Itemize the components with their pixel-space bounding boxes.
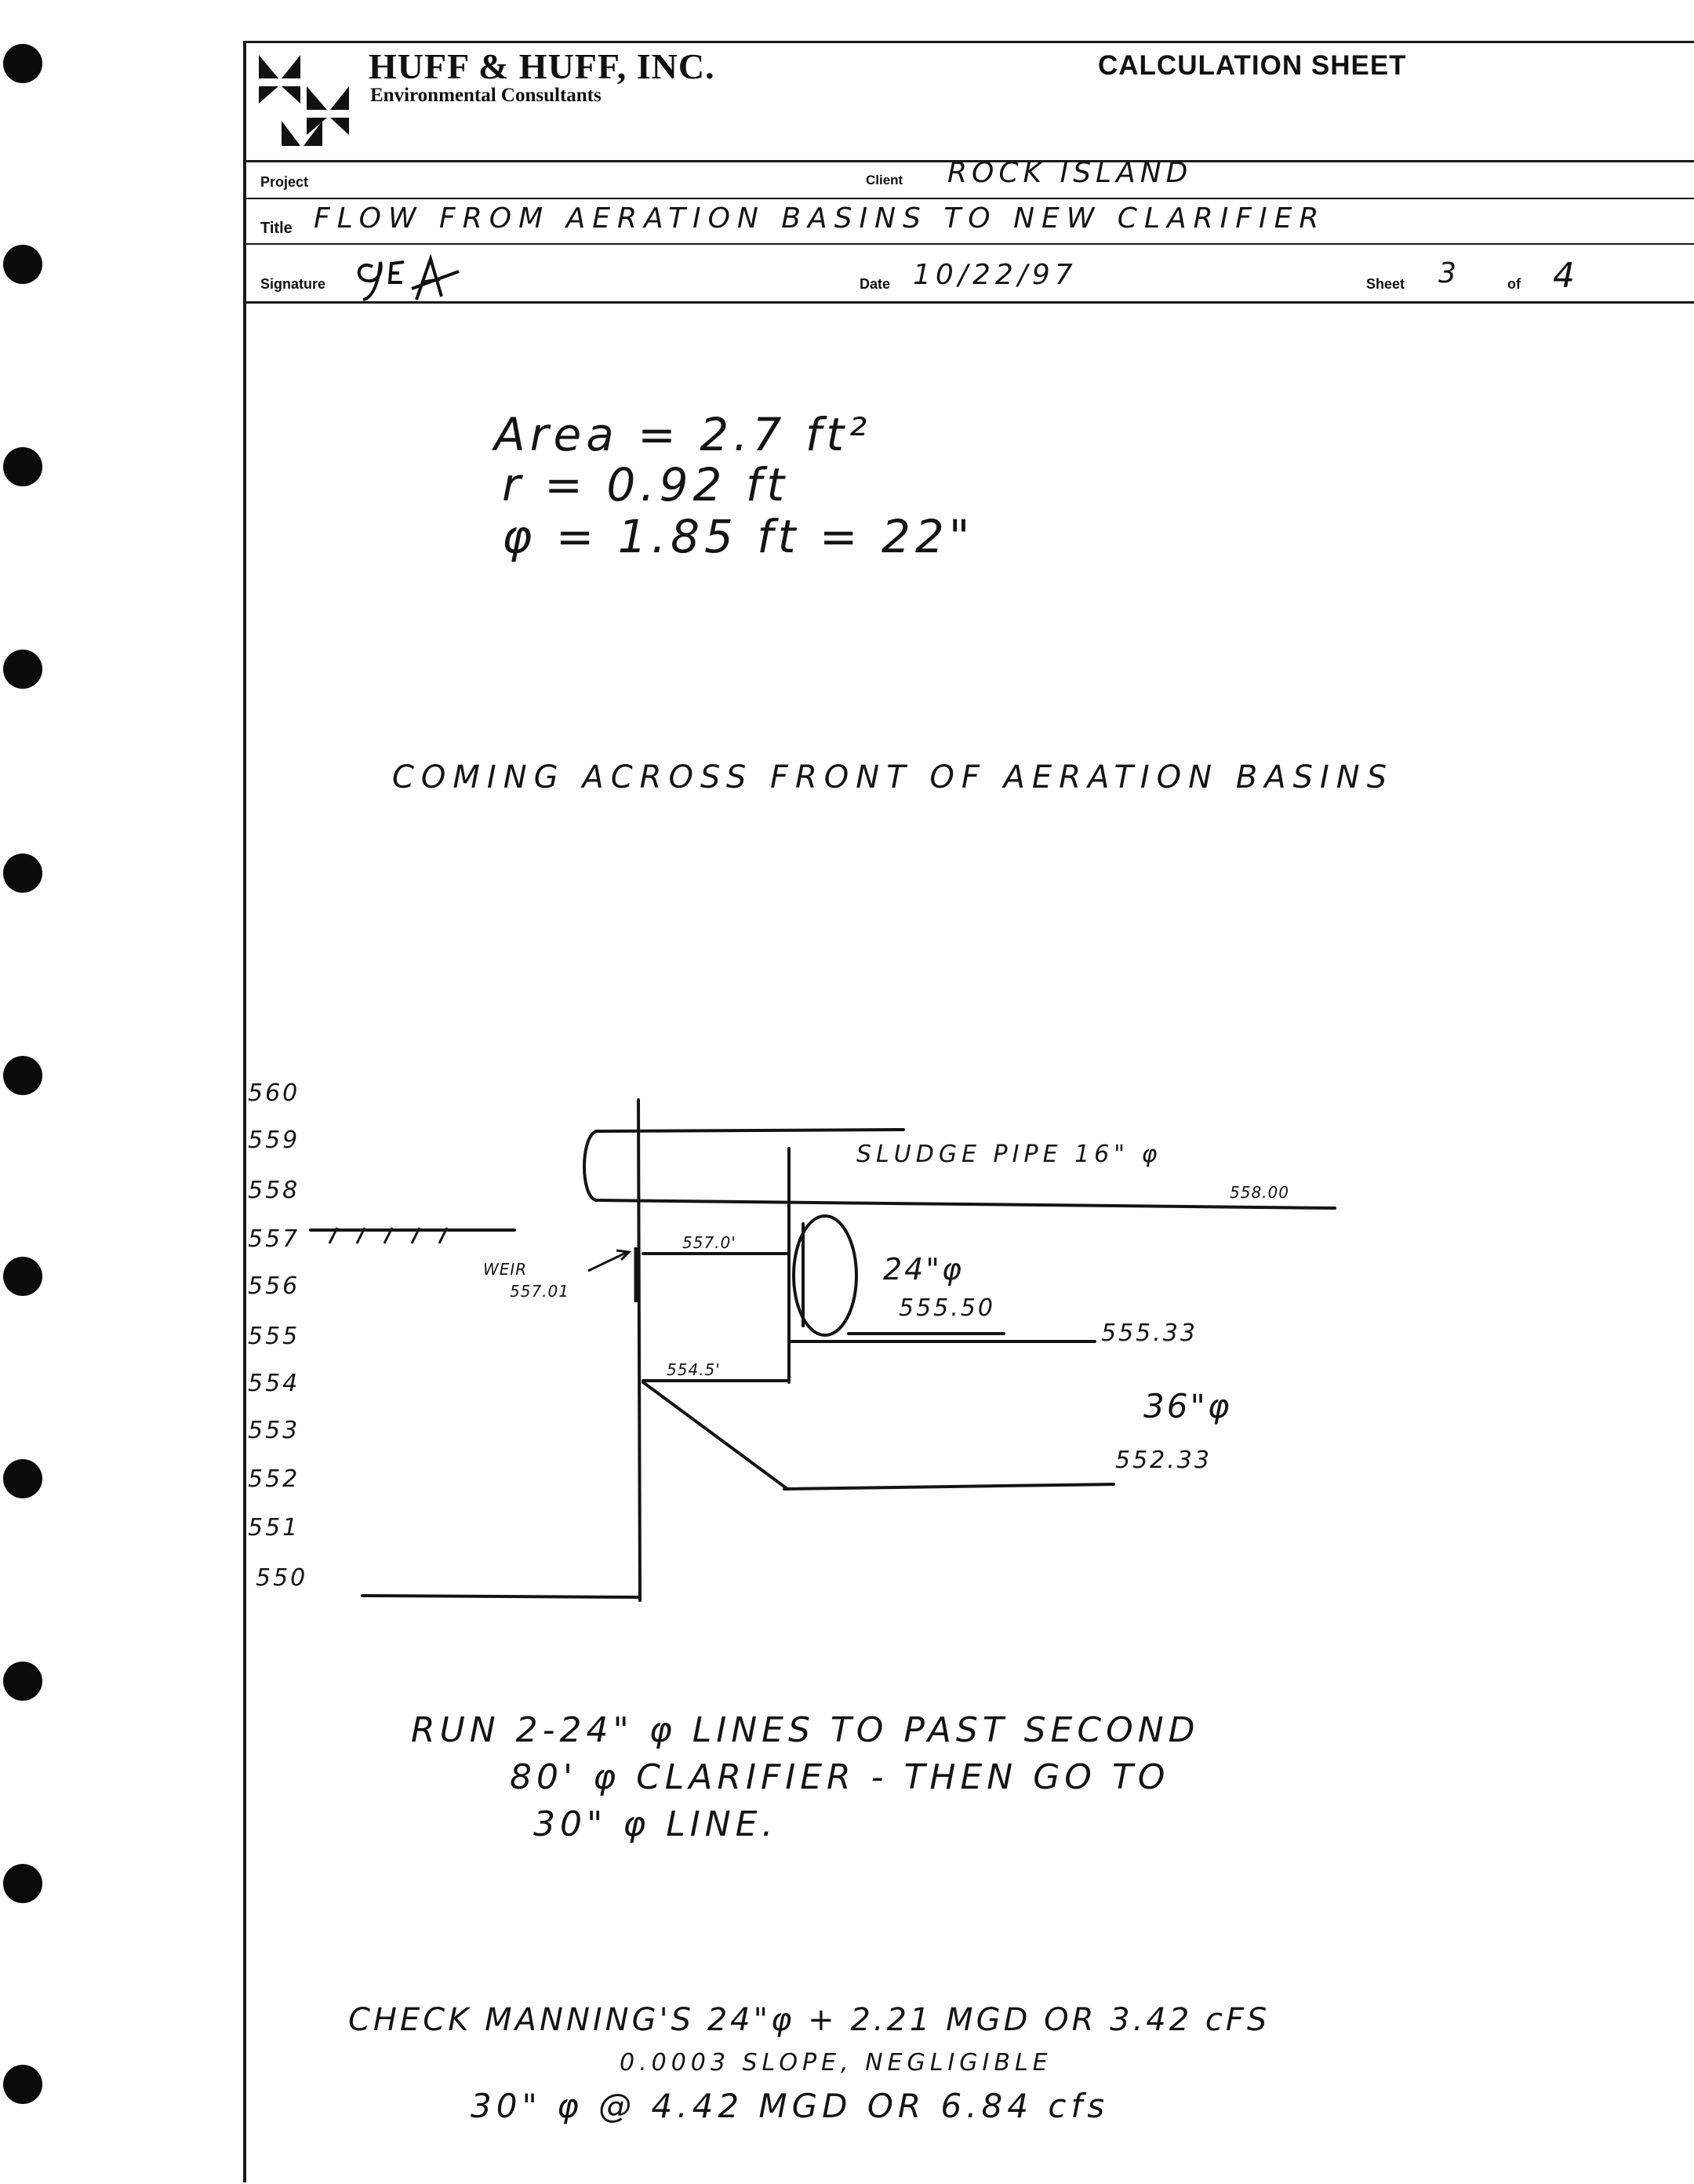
binder-hole: [3, 2065, 42, 2104]
row-divider: [243, 243, 1694, 245]
sludge-pipe-end: [583, 1130, 598, 1202]
pipe-36-label: 36"φ: [1143, 1387, 1232, 1425]
binder-hole: [3, 1056, 42, 1095]
sludge-pipe-bottom: [594, 1199, 1336, 1210]
sludge-pipe-top: [594, 1128, 905, 1133]
binder-hole: [3, 1459, 42, 1498]
title-label: Title: [260, 220, 293, 237]
pipe-24-label: 24"φ: [883, 1252, 964, 1287]
binder-hole: [3, 447, 42, 486]
project-label: Project: [260, 174, 309, 190]
calc-area: Area = 2.7 ft²: [494, 408, 872, 461]
elev-555-33-label: 555.33: [1101, 1320, 1198, 1347]
row-divider: [243, 198, 1694, 199]
pipe-24-circle: [792, 1214, 858, 1337]
client-value: ROCK ISLAND: [947, 157, 1193, 189]
pipe-24-elev-label: 555.50: [899, 1294, 995, 1322]
binder-hole: [3, 650, 42, 689]
sheet-number: 3: [1438, 257, 1461, 289]
section-heading: COMING ACROSS FRONT OF AERATION BASINS: [392, 759, 1394, 795]
run-note-line2: 80' φ CLARIFIER - THEN GO TO: [510, 1757, 1170, 1797]
client-label: Client: [866, 173, 903, 187]
elevation-label: 556: [248, 1272, 300, 1300]
binder-hole: [3, 245, 42, 284]
elevation-label: 555: [248, 1323, 300, 1350]
binder-hole: [3, 854, 42, 893]
elevation-label: 557: [248, 1225, 300, 1253]
elevation-label: 560: [248, 1079, 300, 1107]
calc-radius: r = 0.92 ft: [502, 458, 790, 511]
of-label: of: [1507, 276, 1521, 292]
weir-elev-label: 557.01: [510, 1282, 569, 1301]
title-value: FLOW FROM AERATION BASINS TO NEW CLARIFI…: [314, 202, 1326, 235]
binder-hole: [3, 44, 42, 83]
run-note-line3: 30" φ LINE.: [533, 1804, 778, 1844]
form-top-border: [243, 41, 1694, 43]
line-552-33: [783, 1483, 1115, 1491]
handwritten-signature: [357, 253, 460, 301]
elev-552-33-label: 552.33: [1115, 1447, 1212, 1474]
elevation-label: 554: [248, 1370, 300, 1397]
company-logo-icon: [259, 55, 349, 146]
bottom-line: [361, 1594, 642, 1599]
sludge-elev-label: 558.00: [1230, 1183, 1289, 1202]
top-elev-label: 557.0': [682, 1233, 736, 1252]
elevation-label: 553: [248, 1417, 300, 1444]
binder-hole: [3, 1864, 42, 1903]
company-name: HUFF & HUFF, INC.: [369, 46, 715, 86]
check-note-line2: 0.0003 SLOPE, NEGLIGIBLE: [620, 2049, 1052, 2077]
company-subtitle: Environmental Consultants: [370, 85, 602, 106]
date-label: Date: [860, 276, 891, 292]
header-divider: [243, 160, 1694, 162]
elevation-label: 551: [248, 1514, 300, 1542]
check-note-line3: 30" φ @ 4.42 MGD OR 6.84 cfs: [471, 2087, 1110, 2125]
sheet-total: 4: [1553, 256, 1579, 296]
elevation-label: 552: [248, 1465, 300, 1493]
step-elev-label: 554.5': [667, 1360, 721, 1379]
sheet-type-heading: CALCULATION SHEET: [1098, 50, 1407, 81]
row-divider: [243, 301, 1694, 304]
date-value: 10/22/97: [913, 259, 1078, 291]
weir-label: WEIR: [483, 1260, 528, 1279]
sheet-label: Sheet: [1366, 276, 1405, 292]
run-note-line1: RUN 2-24" φ LINES TO PAST SECOND: [411, 1710, 1200, 1750]
binder-hole: [3, 1662, 42, 1701]
binder-hole: [3, 1257, 42, 1296]
signature-label: Signature: [260, 276, 326, 292]
sludge-pipe-label: SLUDGE PIPE 16" φ: [856, 1141, 1162, 1168]
elevation-label: 558: [248, 1177, 300, 1204]
check-note-line1: CHECK MANNING'S 24"φ + 2.21 MGD OR 3.42 …: [348, 2002, 1270, 2038]
elevation-label: 550: [256, 1564, 308, 1592]
form-left-border: [243, 41, 246, 2182]
weir-arrow: [587, 1249, 632, 1272]
elevation-label: 559: [248, 1127, 300, 1154]
sloped-bottom: [642, 1381, 789, 1491]
wall-line: [637, 1098, 642, 1602]
calc-diameter: φ = 1.85 ft = 22": [502, 510, 975, 563]
